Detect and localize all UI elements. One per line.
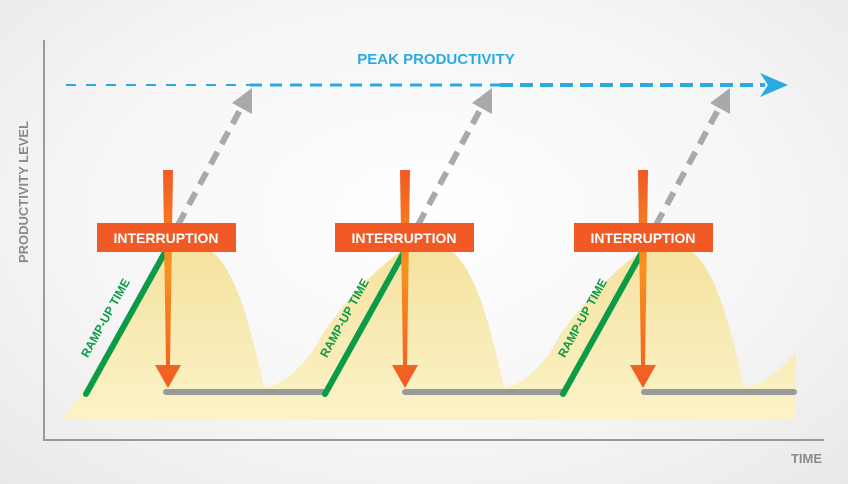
potential-arrow-head-icon xyxy=(472,88,492,114)
peak-arrow-head-icon xyxy=(760,73,788,97)
potential-path-arrow xyxy=(175,108,243,227)
rampup-line xyxy=(322,251,406,397)
potential-path-arrow xyxy=(415,108,483,227)
rampup-line xyxy=(560,251,644,397)
interruption-label: INTERRUPTION xyxy=(352,230,457,246)
potential-arrow-head-icon xyxy=(710,88,730,114)
rampup-line xyxy=(83,251,167,397)
interruption-label: INTERRUPTION xyxy=(591,230,696,246)
productivity-area xyxy=(62,252,796,420)
peak-productivity-line xyxy=(66,73,788,97)
interruption-arrow-icon xyxy=(392,170,418,388)
peak-productivity-label: PEAK PRODUCTIVITY xyxy=(357,51,515,68)
interruption-box xyxy=(97,223,236,252)
interruption-box xyxy=(574,223,713,252)
interruption-arrow-icon xyxy=(630,170,656,388)
x-axis-label: TIME xyxy=(791,451,822,466)
potential-arrow-head-icon xyxy=(232,88,252,114)
interruption-label: INTERRUPTION xyxy=(114,230,219,246)
potential-path-arrow xyxy=(653,108,721,227)
interruption-arrow-icon xyxy=(155,170,181,388)
y-axis-label: PRODUCTIVITY LEVEL xyxy=(16,121,31,263)
interruption-box xyxy=(335,223,474,252)
